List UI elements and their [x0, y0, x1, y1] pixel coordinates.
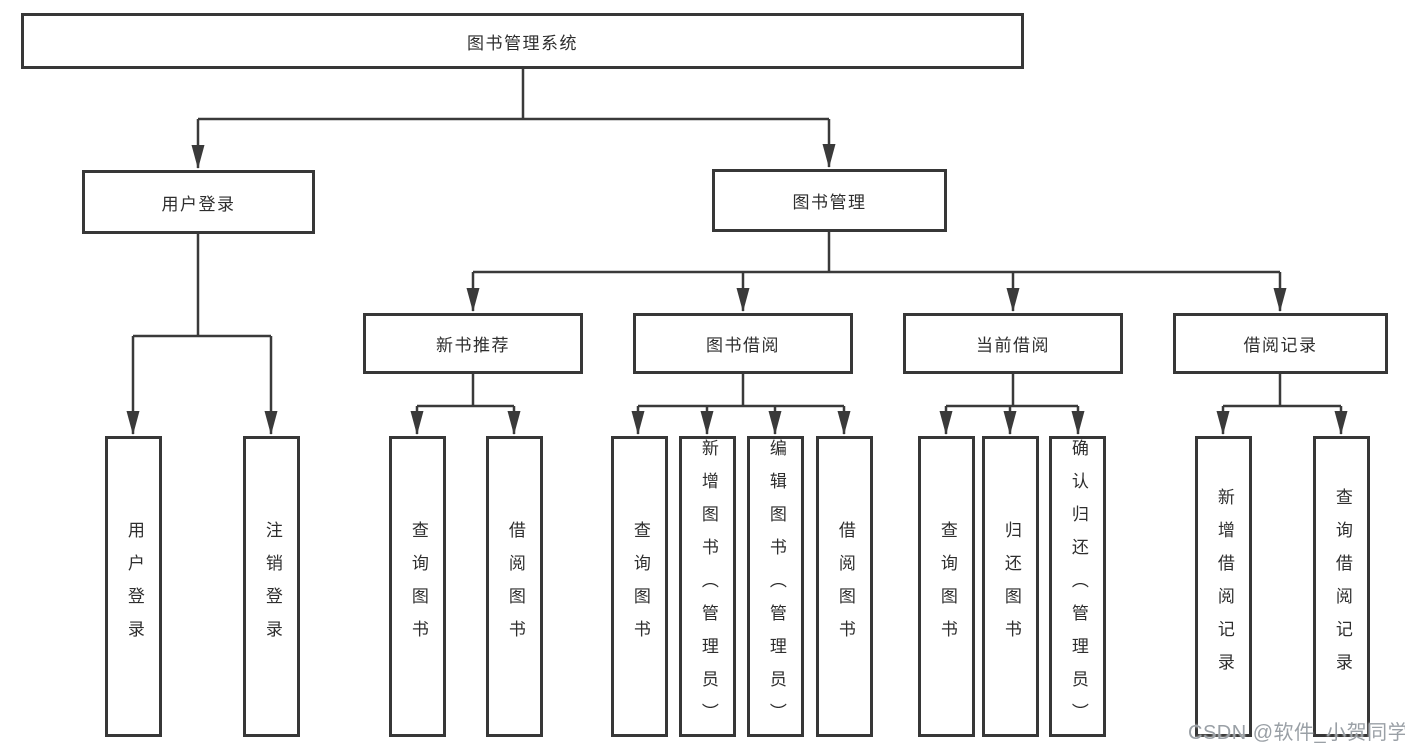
connector-borrow-record-children: [1216, 374, 1348, 435]
node-user-login: 用户登录: [82, 170, 315, 234]
leaf-recommend-query-book-label: 查询图书: [408, 520, 428, 653]
connector-book-management-children: [466, 232, 1287, 312]
leaf-recommend-borrow-book-label: 借阅图书: [505, 520, 525, 653]
leaf-record-add-record: 新增借阅记录: [1195, 436, 1252, 737]
node-borrow-record: 借阅记录: [1173, 313, 1388, 374]
leaf-borrow-borrow-book-label: 借阅图书: [835, 520, 855, 653]
leaf-user-login: 用户登录: [105, 436, 162, 737]
leaf-borrow-borrow-book: 借阅图书: [816, 436, 873, 737]
leaf-current-return-book: 归还图书: [982, 436, 1039, 737]
leaf-borrow-add-book: 新增图书（管理员）: [679, 436, 736, 737]
leaf-borrow-query-book-label: 查询图书: [630, 520, 650, 653]
node-root: 图书管理系统: [21, 13, 1024, 69]
leaf-recommend-borrow-book: 借阅图书: [486, 436, 543, 737]
connector-root-to-level1: [191, 69, 836, 169]
leaf-record-add-record-label: 新增借阅记录: [1214, 487, 1234, 686]
leaf-user-login-label: 用户登录: [124, 520, 144, 653]
connector-user-login-children: [126, 234, 278, 435]
leaf-current-confirm-return-label: 确认归还（管理员）: [1068, 439, 1088, 736]
node-new-book-recommend: 新书推荐: [363, 313, 583, 374]
node-current-borrow: 当前借阅: [903, 313, 1123, 374]
node-book-borrow: 图书借阅: [633, 313, 853, 374]
connector-new-book-recommend-children: [410, 374, 521, 435]
leaf-current-return-book-label: 归还图书: [1001, 520, 1021, 653]
leaf-record-query-record-label: 查询借阅记录: [1332, 487, 1352, 686]
leaf-current-query-book-label: 查询图书: [937, 520, 957, 653]
leaf-logout: 注销登录: [243, 436, 300, 737]
leaf-current-confirm-return: 确认归还（管理员）: [1049, 436, 1106, 737]
connector-book-borrow-children: [631, 374, 851, 435]
leaf-borrow-edit-book: 编辑图书（管理员）: [747, 436, 804, 737]
node-book-management: 图书管理: [712, 169, 947, 232]
leaf-logout-label: 注销登录: [262, 520, 282, 653]
leaf-record-query-record: 查询借阅记录: [1313, 436, 1370, 737]
leaf-borrow-edit-book-label: 编辑图书（管理员）: [766, 439, 786, 736]
leaf-current-query-book: 查询图书: [918, 436, 975, 737]
csdn-watermark: CSDN @软件_小贺同学: [1188, 722, 1405, 744]
leaf-borrow-add-book-label: 新增图书（管理员）: [698, 439, 718, 736]
leaf-recommend-query-book: 查询图书: [389, 436, 446, 737]
leaf-borrow-query-book: 查询图书: [611, 436, 668, 737]
connector-current-borrow-children: [939, 374, 1085, 435]
